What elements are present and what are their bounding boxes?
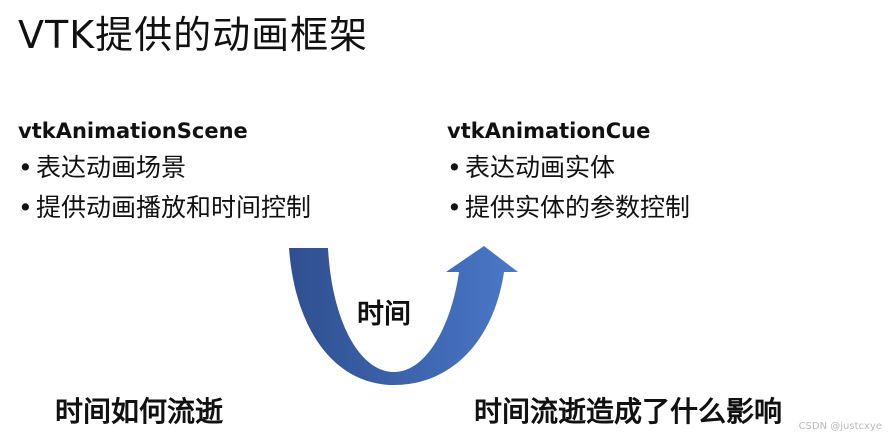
- scene-bullet-text: 表达动画场景: [36, 153, 187, 182]
- scene-bullet-text: 提供动画播放和时间控制: [36, 193, 312, 222]
- scene-block: vtkAnimationScene •表达动画场景 •提供动画播放和时间控制: [18, 118, 311, 228]
- bullet-dot: •: [447, 193, 462, 222]
- scene-bullet-item: •表达动画场景: [18, 148, 311, 188]
- scene-bullet-list: •表达动画场景 •提供动画播放和时间控制: [18, 148, 311, 228]
- cue-bullet-item: •表达动画实体: [447, 148, 690, 188]
- cue-bullet-list: •表达动画实体 •提供实体的参数控制: [447, 148, 690, 228]
- slide-title: VTK提供的动画框架: [18, 13, 369, 57]
- bottom-left-caption: 时间如何流逝: [55, 395, 224, 428]
- bottom-right-caption: 时间流逝造成了什么影响: [474, 395, 783, 428]
- cue-heading: vtkAnimationCue: [447, 119, 651, 143]
- bullet-dot: •: [18, 193, 33, 222]
- cue-bullet-item: •提供实体的参数控制: [447, 188, 690, 228]
- bullet-dot: •: [447, 153, 462, 182]
- cue-bullet-text: 提供实体的参数控制: [465, 193, 691, 222]
- scene-heading: vtkAnimationScene: [18, 119, 248, 143]
- time-label: 时间: [357, 299, 411, 330]
- bullet-dot: •: [18, 153, 33, 182]
- arrow-body: [289, 246, 518, 385]
- cue-bullet-text: 表达动画实体: [465, 153, 616, 182]
- watermark: CSDN @justcxye: [798, 421, 882, 432]
- cue-block: vtkAnimationCue •表达动画实体 •提供实体的参数控制: [447, 118, 690, 228]
- scene-bullet-item: •提供动画播放和时间控制: [18, 188, 311, 228]
